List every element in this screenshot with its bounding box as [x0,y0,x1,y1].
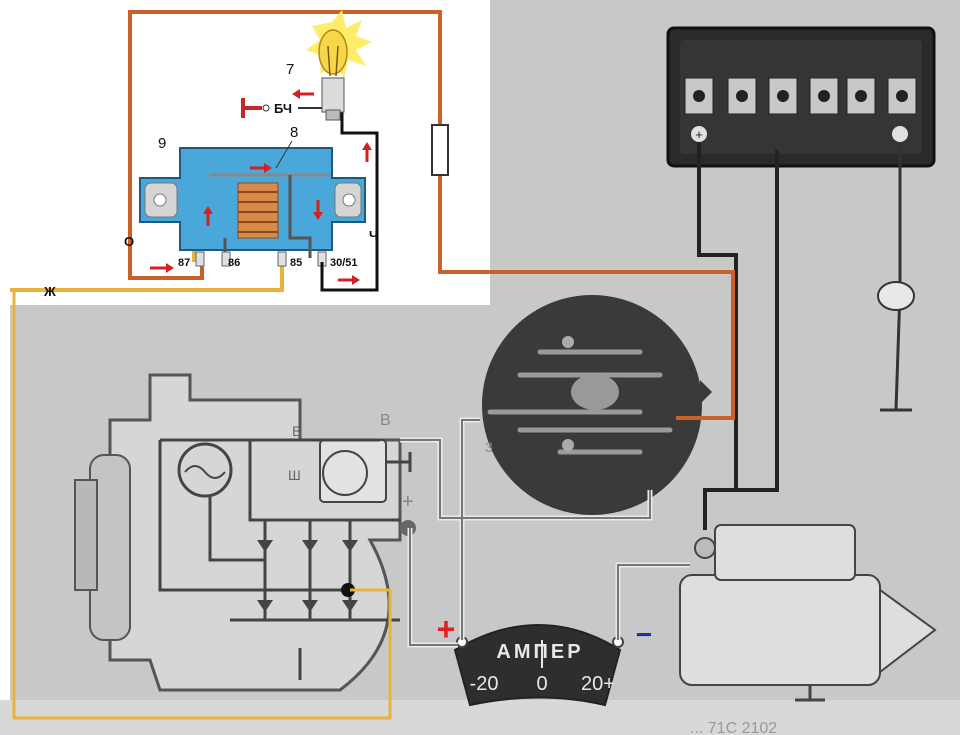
relay-inset: 87 86 85 30/51 7 8 9 БЧ О Ч Ж [10,10,735,720]
battery-starter-cable [697,142,779,530]
fuse [431,124,449,176]
relay-pin-87: 87 [178,257,190,269]
wire-label-zh: Ж [43,284,56,299]
generator: В В Ш + [74,373,416,692]
battery-ground [877,142,915,412]
ammeter-scale-zero: 0 [536,673,547,695]
ignition-terminal-label: 3 [485,439,493,455]
generator-plus-label: + [402,491,414,513]
generator-wire-junction [341,583,355,597]
svg-text:+: + [695,127,703,142]
lamp-number: 7 [286,61,294,78]
bch-ground [241,98,322,118]
generator-terminal-b: В [380,412,391,429]
footer-text: ... 71С 2102 [690,720,777,735]
orange-wire [128,10,735,420]
relay-pin-30-51: 30/51 [330,257,358,269]
ammeter-scale-minus: -20 [470,673,499,695]
wire-label-o: О [124,234,134,249]
corner-number: 9 [158,135,166,152]
ammeter-scale-plus: 20+ [581,673,615,695]
indicator-lamp [306,10,372,121]
wire-label-ch: Ч [369,228,378,243]
generator-terminal-b-inner: В [292,423,301,439]
battery: + [666,26,936,168]
generator-terminal-sh: Ш [288,467,301,483]
relay-number: 8 [290,124,298,141]
ammeter-title: АМПЕР [496,641,583,663]
relay-pin-86: 86 [228,257,240,269]
battery-negative-terminal [892,126,908,142]
ignition-switch: 3 [482,295,712,515]
ammeter-plus-sign: + [437,611,456,647]
current-arrows [150,89,372,285]
bch-label: БЧ [274,101,292,116]
battery-positive-terminal [691,126,707,142]
black-wire [320,110,379,292]
starter-motor [679,524,937,702]
relay-pin-85: 85 [290,257,302,269]
yellow-wire [10,262,284,292]
ammeter-minus-sign: − [636,619,652,650]
